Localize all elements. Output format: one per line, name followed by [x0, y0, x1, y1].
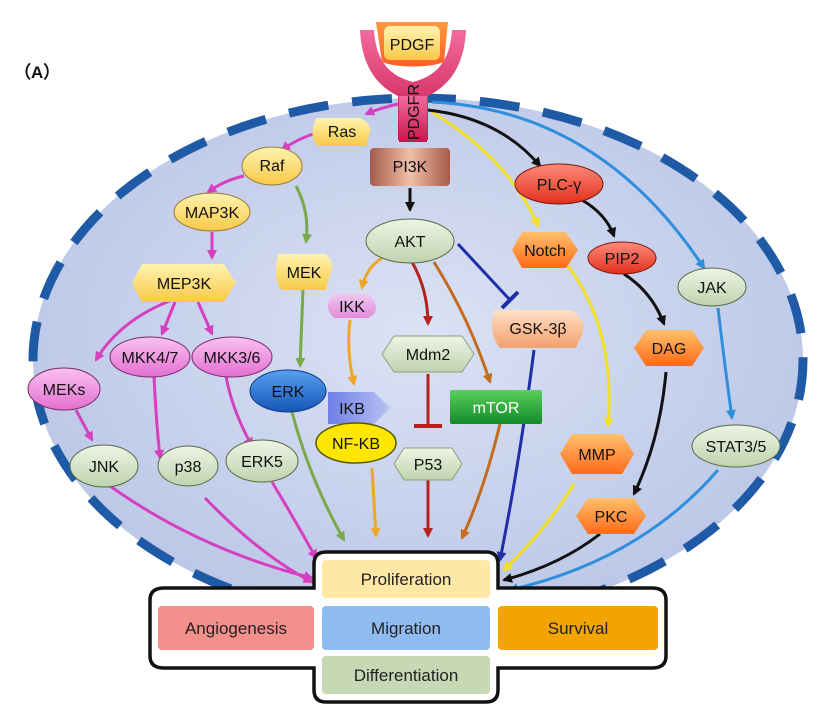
svg-text:IKK: IKK: [339, 299, 365, 316]
svg-text:Ras: Ras: [328, 124, 356, 141]
svg-text:Raf: Raf: [260, 158, 285, 175]
svg-text:PI3K: PI3K: [393, 159, 428, 176]
svg-text:Migration: Migration: [371, 619, 441, 638]
svg-text:STAT3/5: STAT3/5: [706, 439, 767, 456]
svg-text:MAP3K: MAP3K: [185, 205, 240, 222]
svg-text:MEK: MEK: [287, 265, 322, 282]
node-meks: MEKs: [27, 367, 101, 411]
node-jnk: JNK: [69, 444, 139, 488]
node-p38: p38: [157, 445, 219, 487]
pdgf-ligand: PDGF: [376, 22, 448, 67]
svg-text:PIP2: PIP2: [605, 251, 640, 268]
outcome-proliferation: Proliferation: [322, 560, 490, 598]
node-pkc: PKC: [576, 498, 646, 534]
node-jak: JAK: [677, 267, 747, 307]
node-stat3-5: STAT3/5: [691, 424, 781, 468]
arrows: [74, 100, 736, 594]
receptor-label: PDGFR: [406, 84, 423, 140]
node-mdm2: Mdm2: [381, 335, 475, 373]
svg-text:MEKs: MEKs: [43, 382, 86, 399]
node-gsk3b: GSK-3β: [492, 310, 584, 348]
svg-text:GSK-3β: GSK-3β: [509, 321, 566, 338]
svg-text:MMP: MMP: [578, 447, 615, 464]
node-mmp: MMP: [560, 434, 634, 474]
outcome-angiogenesis: Angiogenesis: [158, 606, 314, 650]
svg-text:NF-KB: NF-KB: [332, 436, 380, 453]
node-p53: P53: [393, 447, 463, 481]
node-mek: MEK: [275, 254, 333, 290]
node-ras: Ras: [312, 118, 371, 146]
node-plc-gamma: PLC-γ: [514, 163, 604, 205]
svg-text:AKT: AKT: [394, 234, 425, 251]
svg-text:DAG: DAG: [652, 341, 687, 358]
node-mtor: mTOR: [450, 390, 542, 424]
svg-text:Notch: Notch: [524, 243, 566, 260]
ligand-label: PDGF: [390, 37, 435, 54]
svg-text:JNK: JNK: [89, 459, 120, 476]
svg-text:Survival: Survival: [548, 619, 608, 638]
node-ikk: IKK: [328, 294, 376, 318]
node-pi3k: PI3K: [370, 148, 450, 186]
node-akt: AKT: [365, 218, 455, 264]
outcome-migration: Migration: [322, 606, 490, 650]
node-nfkb: NF-KB: [315, 422, 397, 464]
svg-text:Proliferation: Proliferation: [361, 570, 452, 589]
node-pip2: PIP2: [587, 241, 657, 275]
svg-text:Mdm2: Mdm2: [406, 347, 451, 364]
svg-text:MEP3K: MEP3K: [157, 276, 212, 293]
svg-text:PLC-γ: PLC-γ: [537, 177, 581, 194]
pdgf-receptor: PDGFR: [360, 30, 466, 142]
svg-text:P53: P53: [414, 457, 443, 474]
node-raf: Raf: [241, 146, 303, 186]
svg-text:MKK4/7: MKK4/7: [122, 350, 179, 367]
svg-text:ERK: ERK: [272, 384, 305, 401]
node-notch: Notch: [512, 232, 578, 268]
svg-text:Angiogenesis: Angiogenesis: [185, 619, 287, 638]
svg-text:IKB: IKB: [339, 401, 365, 418]
node-ikb: IKB: [328, 392, 390, 424]
outcome-differentiation: Differentiation: [322, 656, 490, 694]
svg-text:JAK: JAK: [697, 280, 727, 297]
outcome-survival: Survival: [498, 606, 658, 650]
node-mep3k: MEP3K: [132, 264, 236, 302]
node-map3k: MAP3K: [173, 192, 251, 232]
node-erk: ERK: [249, 369, 327, 413]
svg-text:p38: p38: [175, 459, 202, 476]
svg-text:MKK3/6: MKK3/6: [204, 350, 261, 367]
svg-text:Differentiation: Differentiation: [354, 666, 459, 685]
node-mkk3-6: MKK3/6: [191, 336, 273, 378]
node-erk5: ERK5: [225, 439, 299, 483]
node-dag: DAG: [634, 330, 704, 366]
svg-text:ERK5: ERK5: [241, 454, 283, 471]
panel-label: （A）: [14, 62, 60, 82]
node-mkk4-7: MKK4/7: [109, 336, 191, 378]
svg-text:mTOR: mTOR: [473, 400, 520, 417]
svg-text:PKC: PKC: [595, 509, 628, 526]
